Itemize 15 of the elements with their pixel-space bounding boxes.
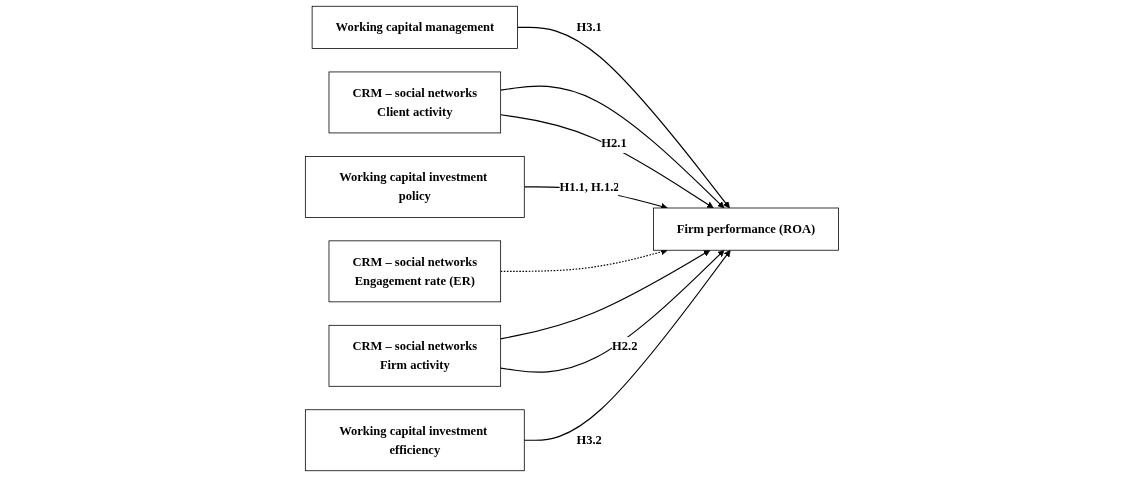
node-box: CRM – social networks Engagement rate (ER) xyxy=(328,240,501,303)
arrow xyxy=(499,249,724,373)
arrow xyxy=(523,249,731,441)
node-box: CRM – social networks Client activity xyxy=(328,71,501,134)
node-box: Working capital investment efficiency xyxy=(304,409,525,472)
node-box: CRM – social networks Firm activity xyxy=(328,324,501,387)
edge-label: H2.2 xyxy=(611,339,637,353)
edge-label: H3.1 xyxy=(576,20,602,34)
edge-label: H1.1, H.1.2 xyxy=(559,179,620,194)
node-box: Firm performance (ROA) xyxy=(652,207,839,251)
arrow xyxy=(499,249,710,340)
node-box: Working capital management xyxy=(311,5,518,49)
edge-label: H2.1 xyxy=(600,136,627,150)
node-box: Working capital investment policy xyxy=(304,156,525,218)
edge-label: H3.2 xyxy=(576,433,602,447)
